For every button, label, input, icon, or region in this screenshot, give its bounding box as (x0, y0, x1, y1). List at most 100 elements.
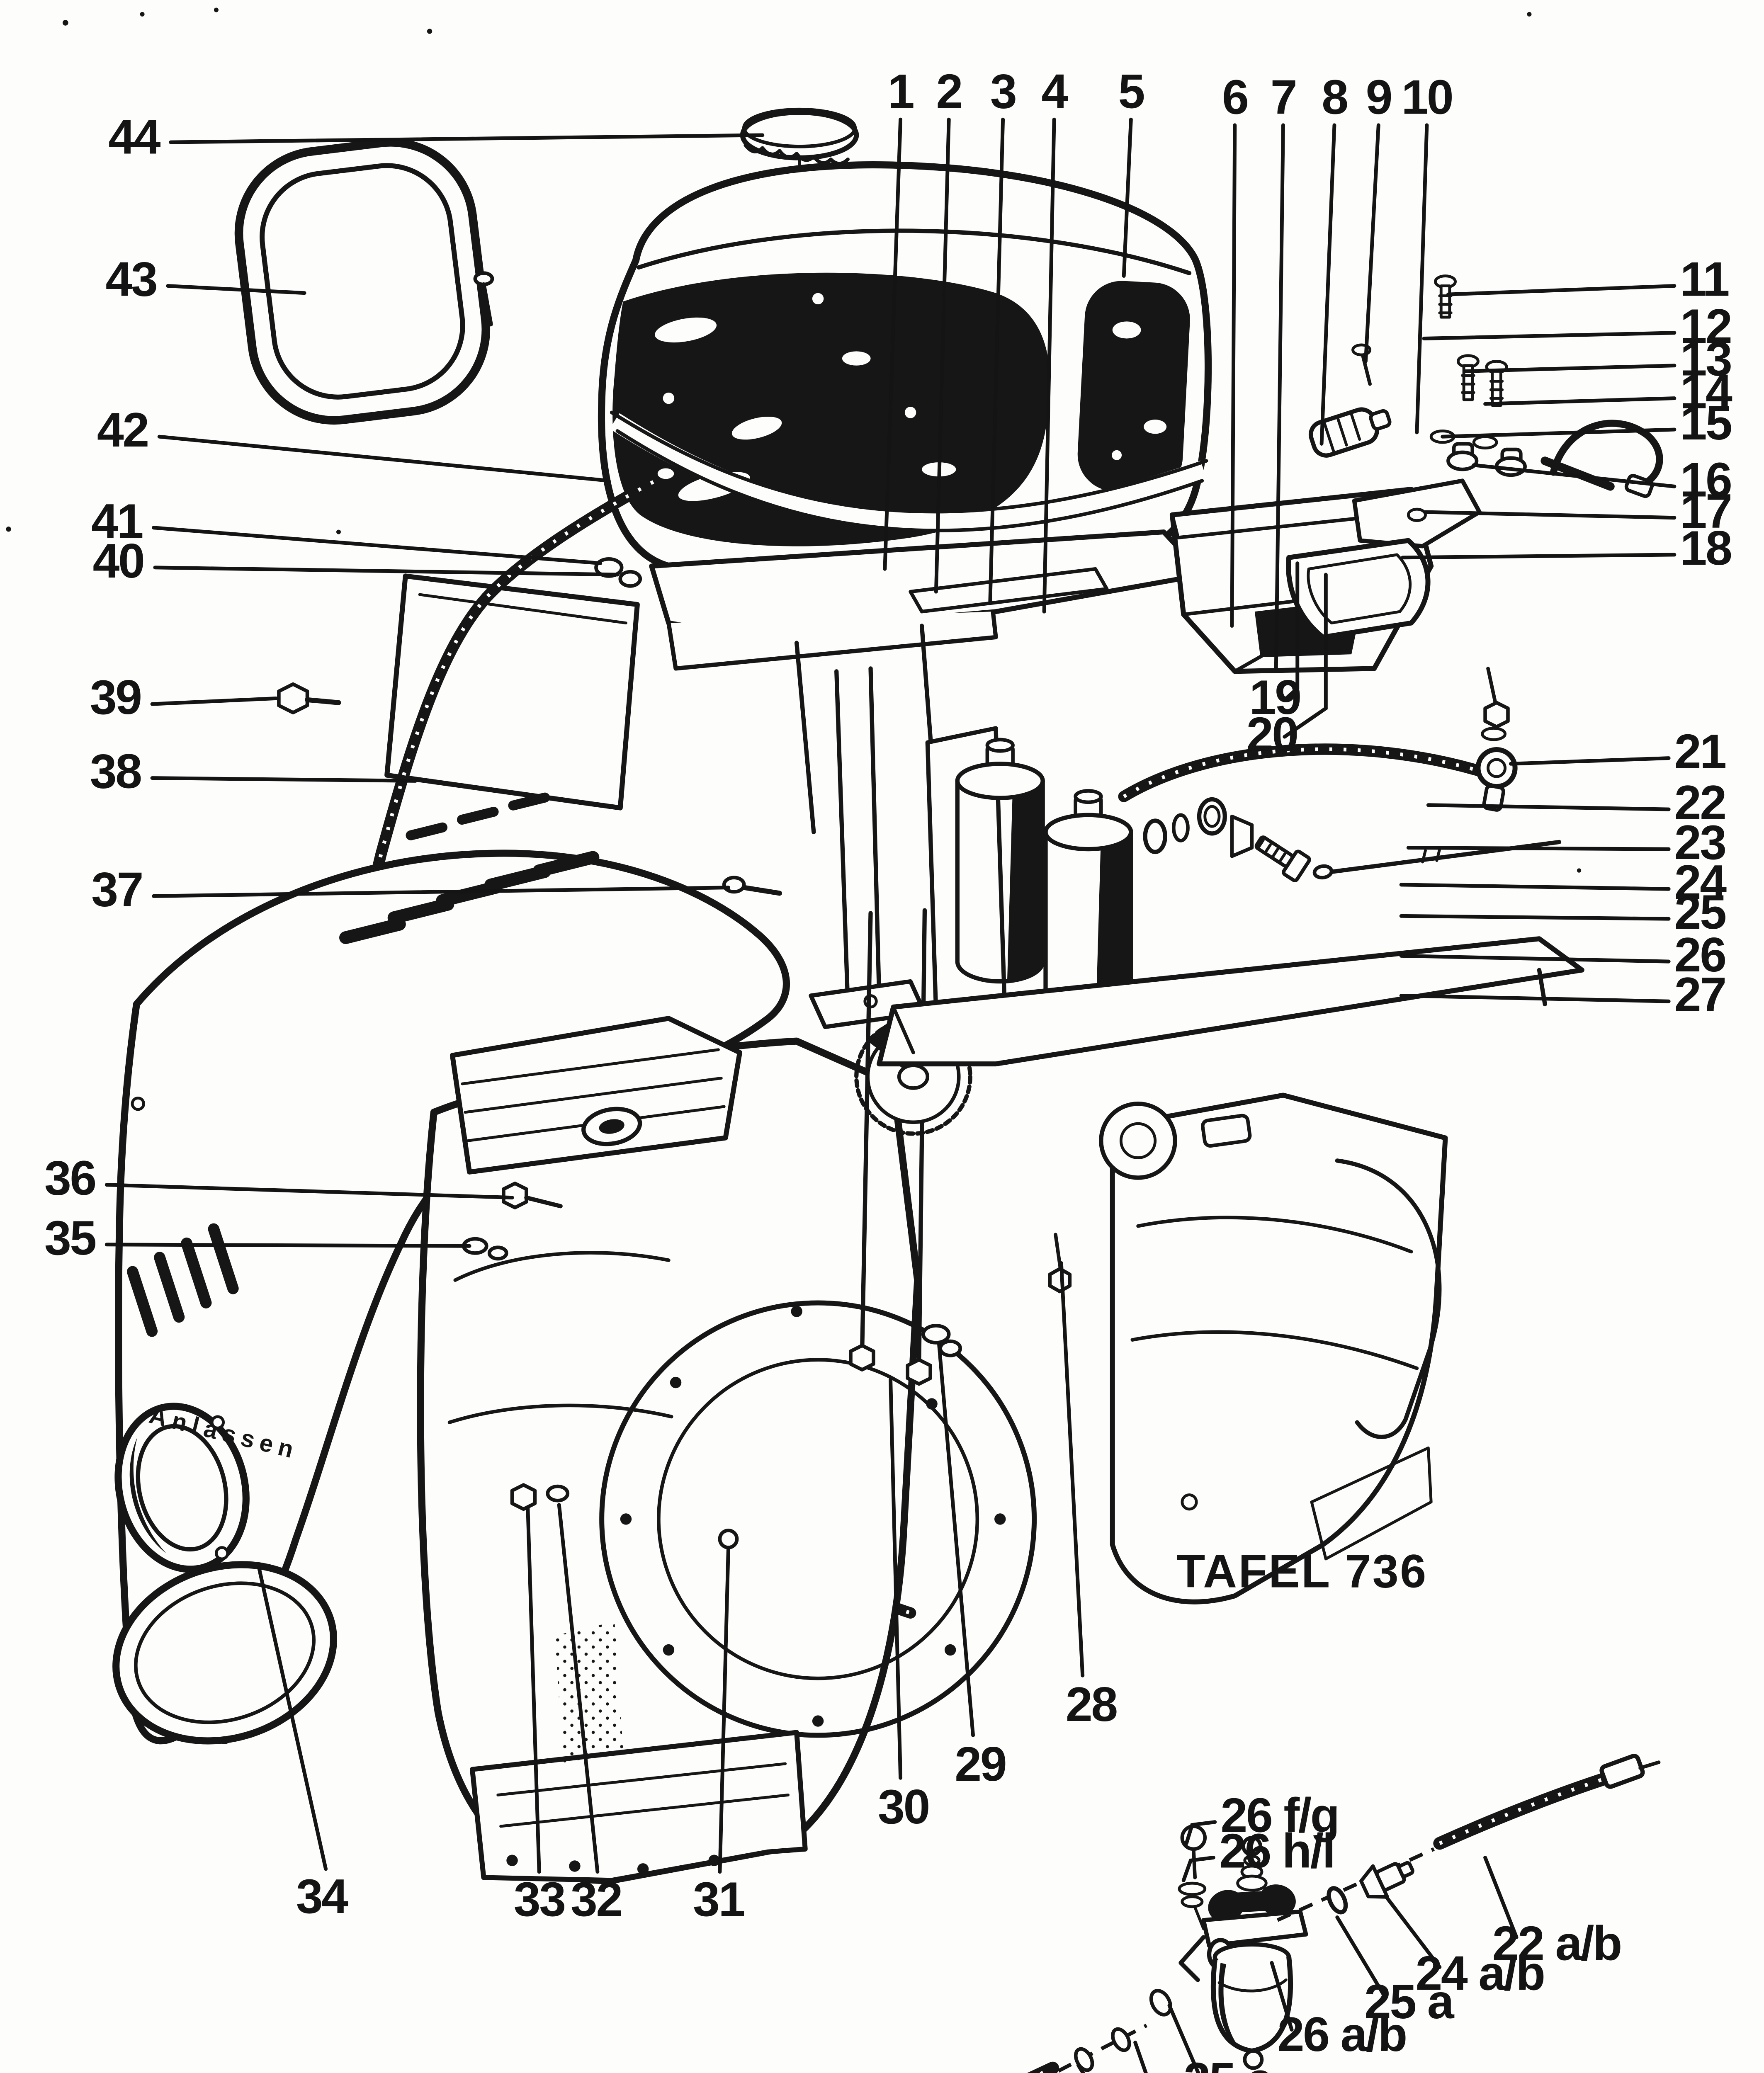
leader-44 (169, 133, 765, 144)
cowl-side-vents (127, 1223, 239, 1337)
leader-23 (1406, 846, 1671, 851)
leader-22ab (1483, 1855, 1519, 1939)
leader-43 (166, 284, 306, 295)
callout-9: 9 (1366, 70, 1391, 124)
screw-14 (1485, 359, 1508, 407)
grommet-16 (1446, 442, 1479, 471)
cowl-opening (114, 1403, 250, 1573)
ring-screw (473, 271, 494, 327)
leader-25a-r (1335, 1915, 1386, 1998)
leader-26hl (1181, 1855, 1215, 1882)
callout-29: 29 (955, 1737, 1006, 1791)
bolt-39 (277, 682, 341, 715)
leader-12 (1422, 331, 1677, 340)
callout-33: 33 (514, 1872, 565, 1926)
filter-cartridge-a (955, 738, 1045, 984)
leader-29 (937, 1341, 975, 1737)
callout-20: 20 (1246, 707, 1297, 761)
callout-28: 28 (1066, 1677, 1117, 1731)
nut-40 (618, 570, 642, 588)
callout-43: 43 (105, 252, 156, 306)
washer-32 (546, 1484, 570, 1503)
callout-32: 32 (571, 1872, 622, 1926)
leader-28 (1059, 1261, 1085, 1677)
leader-8 (1319, 123, 1336, 446)
detail-axis-dashed (1057, 2024, 1148, 2073)
air-duct-assembly (1169, 274, 1663, 741)
callout-25a-r: 25 a (1364, 1974, 1455, 2029)
callout-18: 18 (1680, 521, 1731, 575)
leader-36 (104, 1183, 514, 1200)
hose-22ab (1433, 1754, 1661, 1850)
leader-33 (526, 1506, 541, 1874)
callout-26fg: 26 f/g (1220, 1788, 1338, 1842)
leader-42 (157, 435, 611, 483)
callout-34: 34 (296, 1869, 348, 1923)
cowl-end-cap (112, 1561, 337, 1745)
screw-13 (1456, 354, 1480, 401)
leader-3 (988, 117, 1005, 605)
callout-24ab: 24 a/b (1415, 1946, 1544, 2000)
shroud-cup (1286, 538, 1431, 640)
bolt-36 (502, 1182, 563, 1209)
callout-3: 3 (990, 64, 1016, 119)
leader-20 (1283, 573, 1328, 739)
leader-21 (1509, 756, 1671, 766)
leader-7 (1274, 123, 1285, 670)
callout-5: 5 (1118, 64, 1144, 119)
callout-15: 15 (1680, 396, 1731, 450)
leader-6 (1230, 123, 1237, 628)
heat-shield (384, 573, 640, 811)
callout-42: 42 (97, 403, 148, 457)
leader-25a-m (1167, 2003, 1200, 2073)
leader-41 (152, 526, 603, 565)
leader-11 (1446, 284, 1677, 296)
callout-39: 39 (90, 670, 141, 724)
cowl-vent-slots (339, 792, 600, 944)
callout-26ab: 26 a/b (1278, 2007, 1406, 2061)
callout-13: 13 (1680, 332, 1731, 386)
sediment-bolt (1481, 667, 1510, 741)
bolt-31 (718, 1529, 739, 1549)
callout-19: 19 (1249, 670, 1300, 724)
leader-31fg (1133, 2040, 1148, 2073)
assembly-axis-dashed (1276, 1847, 1435, 1922)
engine-block (417, 908, 1072, 1884)
leader-25 (1399, 914, 1671, 921)
bracket-18 (1352, 478, 1482, 549)
transmission-housing (1099, 1092, 1448, 1605)
leader-4 (1042, 117, 1056, 614)
fuel-hose-22 (1118, 743, 1485, 802)
callout-1: 1 (888, 64, 914, 119)
callout-22ab: 22 a/b (1492, 1916, 1621, 1970)
callout-2: 2 (936, 64, 962, 119)
callout-17: 17 (1680, 484, 1731, 538)
cylinder-studs (849, 908, 932, 1386)
leader-31 (718, 1546, 730, 1874)
leader-14 (1483, 396, 1677, 406)
washer-25a-1 (1074, 2047, 1094, 2072)
callout-44: 44 (108, 110, 160, 164)
banjo-bolt-24 (1254, 835, 1311, 882)
fuel-tank (598, 107, 1212, 589)
leader-13 (1463, 364, 1677, 373)
callout-41: 41 (91, 494, 142, 548)
leader-24 (1399, 883, 1671, 891)
leader-10 (1415, 123, 1429, 435)
callout-8: 8 (1322, 70, 1347, 124)
callout-24: 24 (1674, 855, 1727, 909)
callout-26hl: 26 h/l (1219, 1823, 1334, 1878)
drain-plug-33 (510, 1483, 537, 1511)
leader-26 (1399, 954, 1671, 964)
leader-34 (257, 1566, 328, 1871)
washer-15b (1472, 435, 1498, 450)
leader-26fg (1184, 1820, 1217, 1845)
callout-4: 4 (1041, 64, 1068, 119)
o-ring-25a (1327, 1886, 1348, 1915)
tank-seal-ring (234, 138, 491, 425)
detail-filter-body-26ab (1178, 1836, 1308, 2070)
leader-1 (883, 117, 903, 571)
leader-22 (1426, 803, 1671, 811)
